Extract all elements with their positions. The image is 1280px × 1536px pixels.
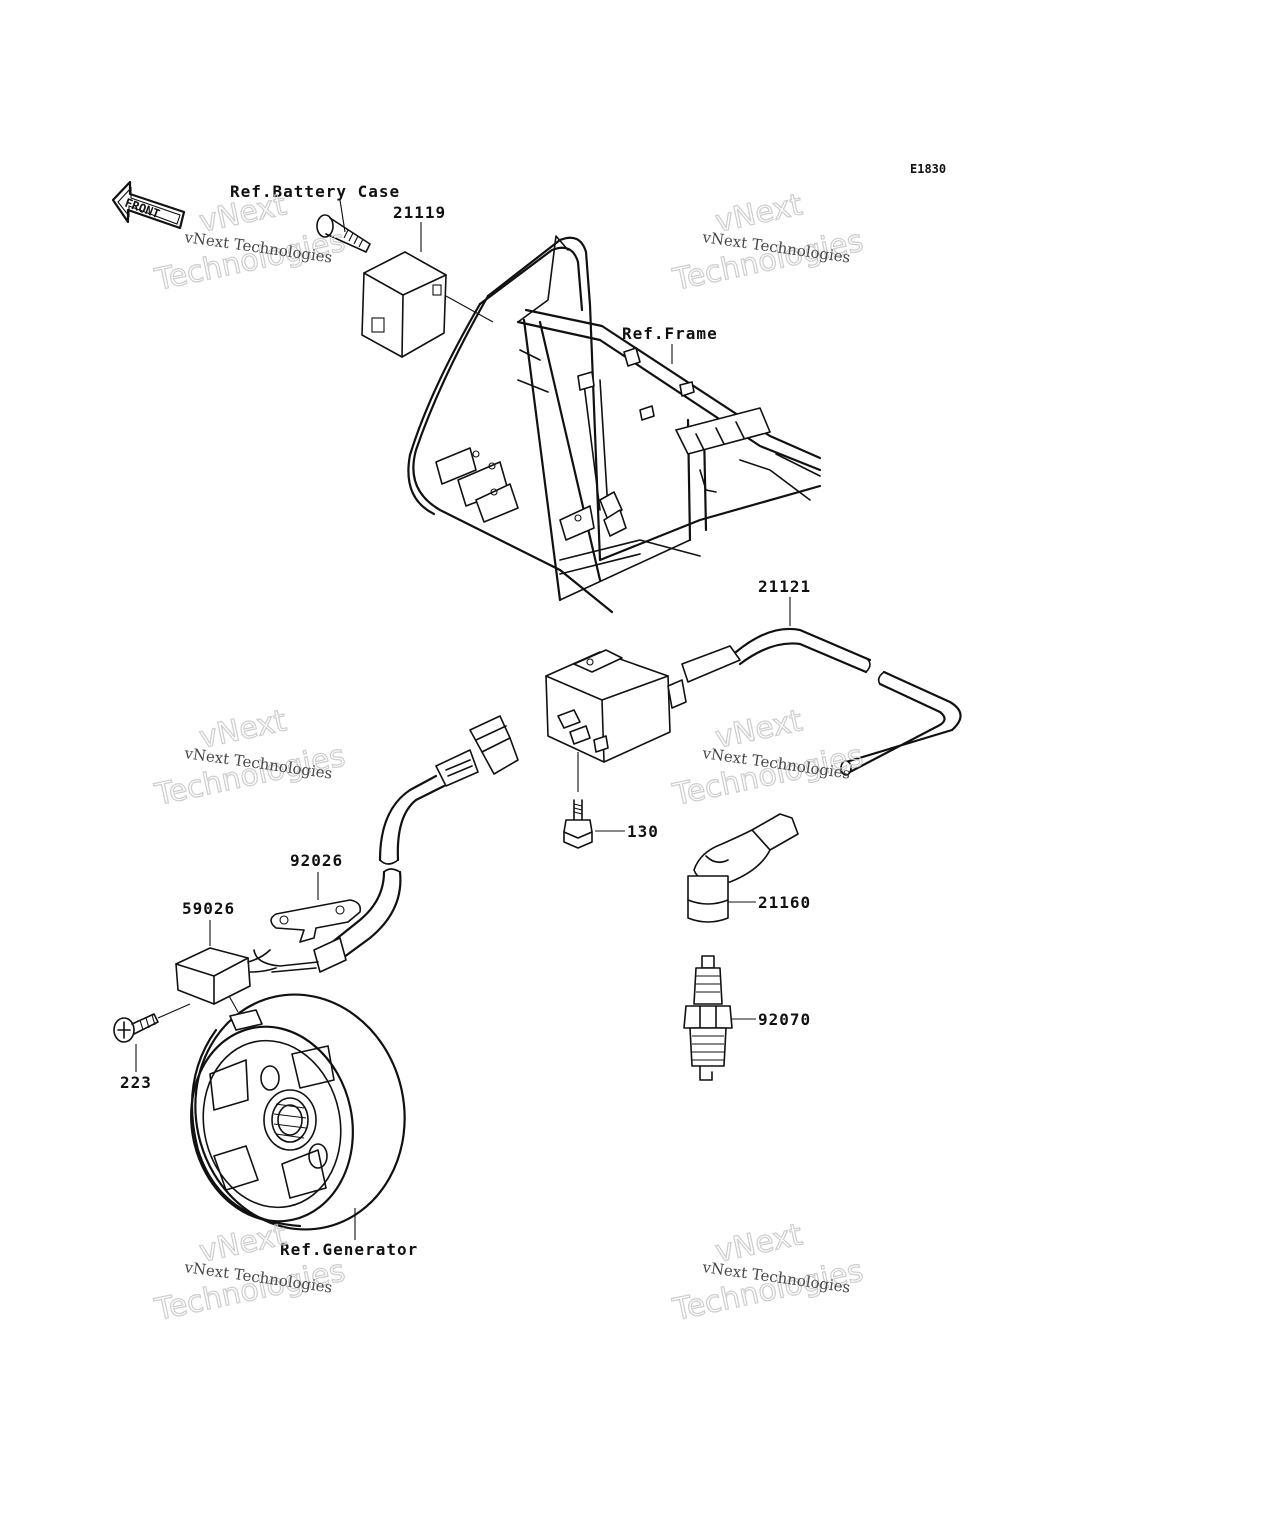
watermark-bottom-left: Technologies vNext vNext Technologies [151,1217,349,1329]
part-21119-label: 21119 [393,203,446,222]
ref-generator-label: Ref.Generator [280,1240,418,1259]
part-21121-label: 21121 [758,577,811,596]
part-92070-label: 92070 [758,1010,811,1029]
spark-plug-cap [687,813,799,923]
ref-frame-label: Ref.Frame [622,324,718,343]
part-92026-label: 92026 [290,851,343,870]
harness-clamp [270,899,362,943]
generator-harness [253,715,519,973]
battery-case-bolt [316,214,371,253]
part-130-label: 130 [627,822,659,841]
ref-battery-case-label: Ref.Battery Case [230,182,400,201]
part-223-label: 223 [120,1073,152,1092]
watermark-top-left: Technologies vNext vNext Technologies [151,187,349,299]
pickup-screw [113,1003,191,1043]
diagram-code: E1830 [910,162,946,176]
part-21160-label: 21160 [758,893,811,912]
frame-drawing [407,235,822,614]
pickup-coil [175,947,277,1005]
watermark-mid-left: Technologies vNext vNext Technologies [151,703,349,814]
coil-bolt [563,799,593,849]
ignition-coil [545,627,962,792]
generator-flywheel [190,993,406,1231]
watermark-bottom-right: Technologies vNext vNext Technologies [669,1217,867,1329]
cdi-unit [361,251,494,358]
spark-plug [683,955,733,1081]
front-arrow-icon: FRONT [111,180,186,230]
watermark-mid-right: Technologies vNext vNext Technologies [669,703,867,814]
watermark-top-right: Technologies vNext vNext Technologies [669,187,867,299]
part-59026-label: 59026 [182,899,235,918]
